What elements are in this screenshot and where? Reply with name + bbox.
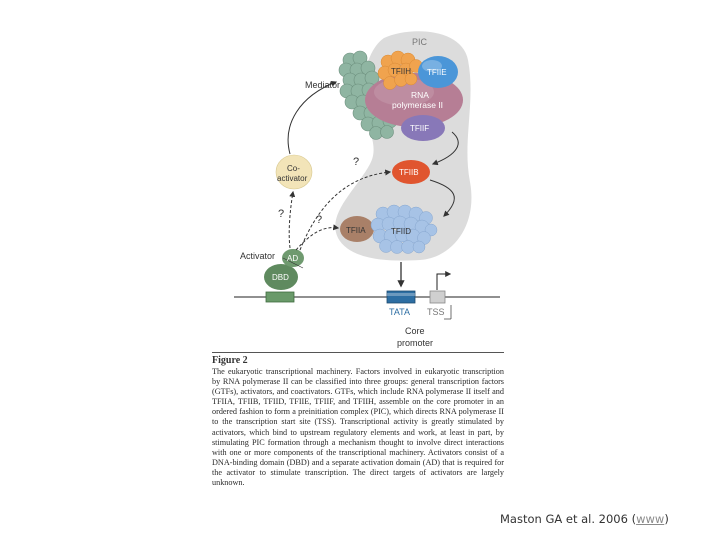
tss-box (429, 290, 446, 304)
coactivator-label-line1: Co- (287, 164, 300, 173)
tfiie-label: TFIIE (427, 68, 447, 77)
tss-label: TSS (427, 307, 445, 317)
tfiih-complex (377, 50, 423, 90)
tfiib-label: TFIIB (399, 168, 419, 177)
tfiie (418, 56, 458, 88)
transcription-machinery-diagram: PIC (234, 31, 500, 348)
tss-arrow (436, 271, 452, 290)
activator-ad (282, 249, 304, 267)
tata-box (386, 290, 416, 304)
tfiif-label: TFIIF (410, 124, 429, 133)
tfiid-label: TFIID (391, 227, 411, 236)
rna-polymerase-label-line2: polymerase II (392, 100, 443, 110)
rna-polymerase-label-line1: RNA (411, 90, 429, 100)
tfiib (392, 160, 430, 184)
pic-label: PIC (412, 37, 428, 47)
core-promoter-label-line1: Core (405, 326, 425, 336)
upstream-element (265, 291, 295, 303)
arrow-coactivator-to-mediator (287, 80, 338, 155)
mediator-label: Mediator (305, 80, 340, 90)
tfiia-label: TFIIA (346, 226, 366, 235)
assembly-arrow-tfiib-to-tfiid (429, 179, 455, 217)
coactivator-label-line2: activator (277, 174, 308, 183)
arrow-activator-to-tfiia (295, 224, 340, 251)
tfiia (340, 216, 374, 242)
question-mark-tfiia: ? (316, 214, 322, 226)
activator-dbd (264, 264, 298, 290)
ad-label: AD (287, 254, 298, 263)
citation-prefix: Maston GA et al. 2006 ( (500, 512, 637, 526)
coactivator (275, 154, 313, 190)
caption-top-rule (212, 352, 504, 353)
question-mark-coactivator: ? (278, 208, 284, 220)
arrow-activator-to-coactivator (288, 190, 296, 249)
citation-suffix: ) (664, 512, 669, 526)
figure-title: Figure 2 (212, 355, 248, 366)
dbd-label: DBD (272, 273, 289, 282)
tata-label: TATA (389, 307, 410, 317)
citation: Maston GA et al. 2006 (www) (500, 512, 669, 526)
question-mark-tfiib: ? (353, 156, 359, 168)
activator-leader-line (282, 257, 304, 269)
figure-caption: Figure 2 The eukaryotic transcriptional … (212, 352, 504, 488)
assembly-arrow-tfiif-to-tfiib (431, 131, 459, 166)
tfiif (401, 115, 445, 141)
figure-caption-text: The eukaryotic transcriptional machinery… (212, 367, 504, 488)
citation-link[interactable]: www (636, 512, 665, 526)
core-promoter-label-line2: promoter (397, 338, 433, 348)
activator-label: Activator (240, 251, 275, 261)
tfiid-complex (370, 204, 438, 254)
tfiih-label: TFIIH (391, 67, 411, 76)
arrow-activator-to-tfiib (299, 169, 392, 251)
